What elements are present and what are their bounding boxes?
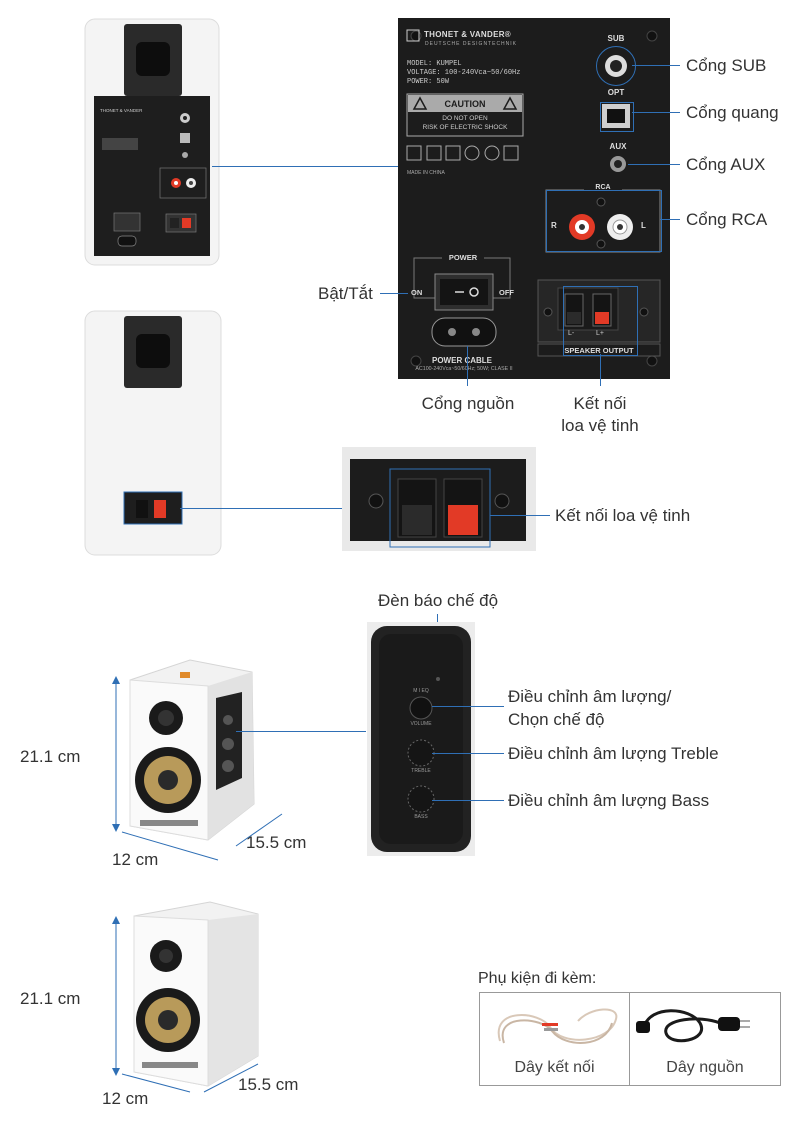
satellite-full-callout: Kết nối loa vệ tinh [555, 506, 691, 525]
height-dimension-1: 21.1 cm [20, 747, 81, 766]
speaker-out-l-plus: L+ [596, 330, 604, 337]
power-rating-text: POWER: 50W [407, 78, 450, 86]
volume-callout-line2: Chọn chế độ [508, 710, 605, 729]
svg-text:THONET & VANDER: THONET & VANDER [100, 108, 143, 113]
power-cable-label: POWER CABLE [432, 356, 492, 365]
callout-volume [432, 706, 504, 707]
sub-highlight [596, 46, 636, 86]
speaker-output-label: SPEAKER OUTPUT [564, 346, 634, 355]
treble-callout: Điều chỉnh âm lượng Treble [508, 744, 719, 763]
opt-port-label: OPT [607, 88, 625, 97]
aux-port-callout: Cổng AUX [686, 155, 766, 174]
power-switch-title: POWER [448, 253, 478, 262]
power-port-callout: Cổng nguồn [421, 394, 515, 413]
width-dimension-1: 12 cm [112, 850, 159, 869]
side-treble-label: TREBLE [411, 768, 431, 774]
mode-led-callout: Đèn báo chế độ [378, 591, 499, 610]
sub-port-callout: Cổng SUB [686, 56, 767, 75]
active-speaker-angled [100, 650, 360, 870]
power-cord-image [636, 1009, 750, 1043]
warning-line-2: RISK OF ELECTRIC SHOCK [422, 124, 508, 131]
made-in-text: MADE IN CHINA [407, 170, 445, 176]
accessory-label: Dây nguồn [666, 1059, 744, 1076]
callout-sub [632, 65, 680, 66]
satellite-callout-line2: loa vệ tinh [561, 416, 639, 435]
callout-bass [432, 800, 504, 801]
side-bass-label: BASS [414, 814, 428, 820]
side-volume-label: VOLUME [410, 721, 432, 727]
callout-aux [628, 164, 680, 165]
height-dimension-2: 21.1 cm [20, 989, 81, 1008]
rca-r-label: R [551, 221, 557, 230]
side-mieq-label: M I EQ [413, 688, 429, 694]
side-controls-zoom: M I EQ VOLUME TREBLE BASS [367, 622, 475, 856]
connector-line [180, 508, 342, 509]
speaker-terminal-zoom [342, 447, 536, 551]
aux-port-label: AUX [609, 142, 627, 151]
voltage-text: VOLTAGE: 100-240Vca~50/60Hz [407, 69, 521, 77]
callout-optical [632, 112, 680, 113]
rca-l-label: L [641, 221, 646, 230]
rca-title: RCA [595, 184, 611, 191]
accessories-divider [629, 993, 630, 1085]
switch-on-label: ON [411, 288, 423, 297]
caution-text: CAUTION [444, 99, 486, 109]
brand-tagline: DEUTSCHE DESIGNTECHNIK [425, 41, 518, 47]
callout-satellite [490, 515, 550, 516]
volume-callout-line1: Điều chỉnh âm lượng/ [508, 687, 672, 706]
accessories-title: Phụ kiện đi kèm: [478, 970, 597, 987]
connector-line [212, 166, 398, 167]
depth-dimension-2: 15.5 cm [238, 1075, 299, 1094]
warning-line-1: DO NOT OPEN [442, 115, 488, 122]
passive-speaker-rear [84, 310, 222, 556]
rca-port-callout: Cổng RCA [686, 210, 768, 229]
switch-off-label: OFF [499, 288, 514, 297]
connector-line [236, 731, 366, 732]
brand-logo-text: THONET & VANDER® [424, 30, 511, 39]
accessories-box: Dây kết nối Dây nguồn [479, 992, 781, 1086]
sub-port-label: SUB [607, 34, 625, 43]
speaker-out-l-minus: L- [568, 330, 575, 337]
depth-dimension-1: 15.5 cm [246, 833, 307, 852]
model-text: MODEL: KUMPEL [407, 60, 462, 68]
width-dimension-2: 12 cm [102, 1089, 149, 1108]
passive-speaker-angled [100, 896, 300, 1106]
satellite-callout-line1: Kết nối [573, 394, 627, 413]
power-switch-callout: Bật/Tắt [318, 284, 373, 303]
callout-treble [432, 753, 504, 754]
accessory-item: Dây kết nối [480, 993, 629, 1085]
callout-power-port [467, 346, 468, 386]
callout-rca [660, 219, 680, 220]
accessory-item: Dây nguồn [630, 993, 780, 1085]
speaker-wire-image [497, 1008, 618, 1044]
optical-highlight [600, 102, 634, 132]
bass-callout: Điều chỉnh âm lượng Bass [508, 791, 710, 810]
speaker-output-highlight [563, 286, 638, 356]
active-speaker-rear-thumbnail: THONET & VANDER [84, 18, 220, 266]
callout-speaker-output [600, 354, 601, 386]
power-cable-spec: AC100-240Vca~50/60Hz; 50W; CLASE II [415, 366, 513, 372]
callout-power-switch [380, 293, 408, 294]
back-panel-zoom: THONET & VANDER® DEUTSCHE DESIGNTECHNIK … [398, 18, 670, 379]
optical-port-callout: Cổng quang [686, 103, 779, 122]
accessory-label: Dây kết nối [514, 1059, 595, 1076]
rca-highlight [546, 190, 662, 252]
